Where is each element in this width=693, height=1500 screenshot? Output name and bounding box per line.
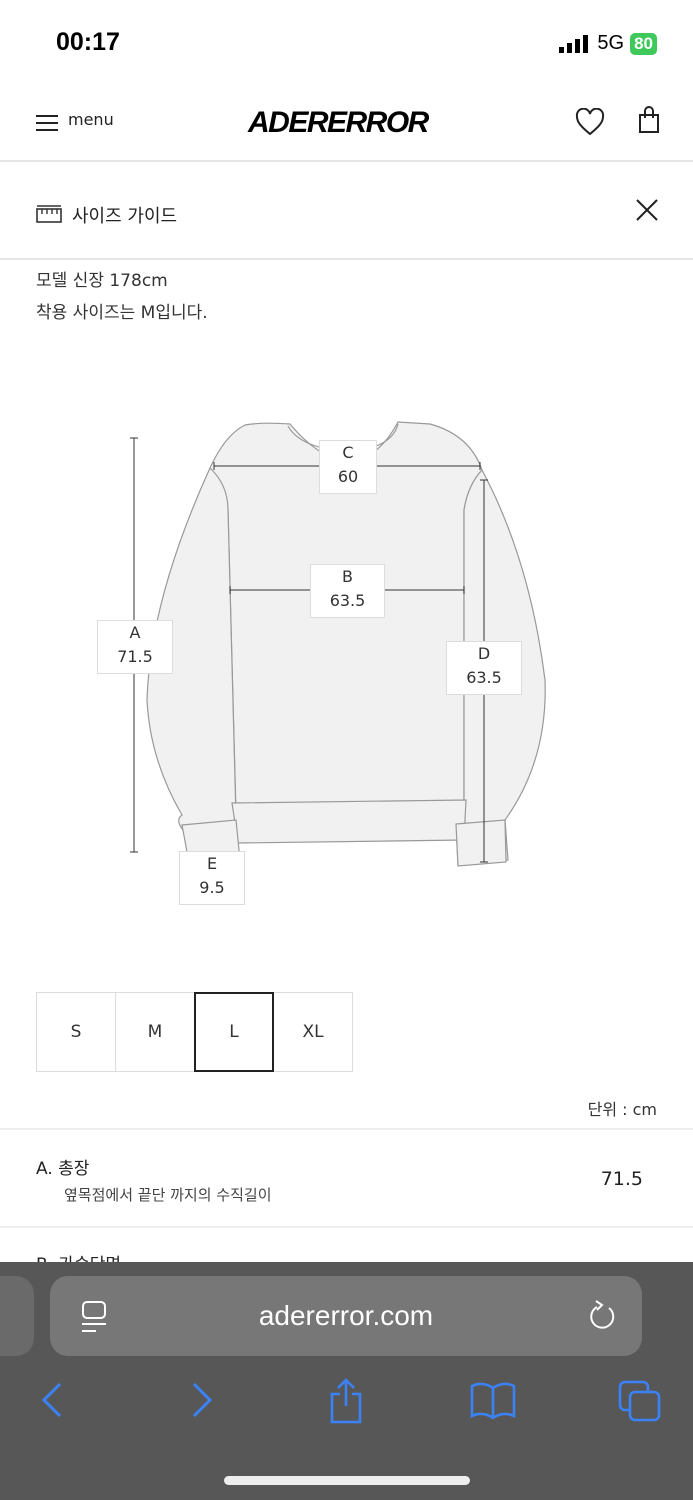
status-indicators: 5G 80: [559, 32, 657, 55]
bookmarks-icon[interactable]: [470, 1382, 516, 1420]
hamburger-icon: [36, 115, 58, 131]
back-icon[interactable]: [40, 1382, 64, 1418]
left-sleeve: [146, 466, 237, 831]
measurement-desc: 옆목점에서 끝단 까지의 수직길이: [64, 1186, 272, 1204]
bag-icon[interactable]: [638, 106, 660, 134]
measurement-label: A. 총장: [36, 1159, 90, 1179]
size-selector: S M L XL: [36, 992, 353, 1072]
previous-tab[interactable]: [0, 1276, 34, 1356]
share-icon[interactable]: [328, 1378, 364, 1424]
url-text[interactable]: adererror.com: [258, 1300, 434, 1331]
menu-button[interactable]: [36, 114, 58, 136]
measurement-value: 71.5: [600, 1168, 643, 1190]
hem: [231, 799, 467, 844]
model-size: 착용 사이즈는 M입니다.: [36, 303, 208, 323]
home-indicator: [224, 1476, 470, 1485]
reload-icon[interactable]: [588, 1298, 618, 1332]
size-guide-header: 사이즈 가이드: [0, 164, 693, 260]
measurement-row: A. 총장 옆목점에서 끝단 까지의 수직길이 71.5: [0, 1128, 693, 1228]
right-cuff: [455, 819, 507, 867]
network-label: 5G: [597, 32, 625, 54]
menu-label[interactable]: menu: [68, 110, 114, 129]
measurement-row: B. 가슴단면: [0, 1226, 693, 1262]
size-option-xl[interactable]: XL: [273, 992, 353, 1072]
battery-level: 80: [630, 32, 657, 55]
browser-toolbar: adererror.com: [0, 1262, 693, 1500]
size-option-l[interactable]: L: [194, 992, 274, 1072]
model-height: 모델 신장 178cm: [36, 271, 168, 291]
size-option-s[interactable]: S: [36, 992, 116, 1072]
heart-icon[interactable]: [575, 108, 605, 136]
size-guide-title: 사이즈 가이드: [72, 206, 178, 227]
signal-icon: [559, 34, 589, 53]
logo[interactable]: ADERERROR: [248, 106, 429, 139]
reader-icon: [82, 1301, 106, 1332]
site-header: menu ADERERROR: [0, 90, 693, 162]
status-time: 00:17: [56, 28, 120, 56]
tabs-icon[interactable]: [618, 1380, 662, 1422]
unit-label: 단위 : cm: [587, 1100, 657, 1119]
address-bar[interactable]: adererror.com: [50, 1276, 642, 1356]
close-icon[interactable]: [636, 199, 658, 221]
forward-icon[interactable]: [190, 1382, 214, 1418]
ruler-icon: [36, 205, 62, 223]
size-option-m[interactable]: M: [115, 992, 195, 1072]
measurement-label: B. 가슴단면: [36, 1250, 121, 1262]
